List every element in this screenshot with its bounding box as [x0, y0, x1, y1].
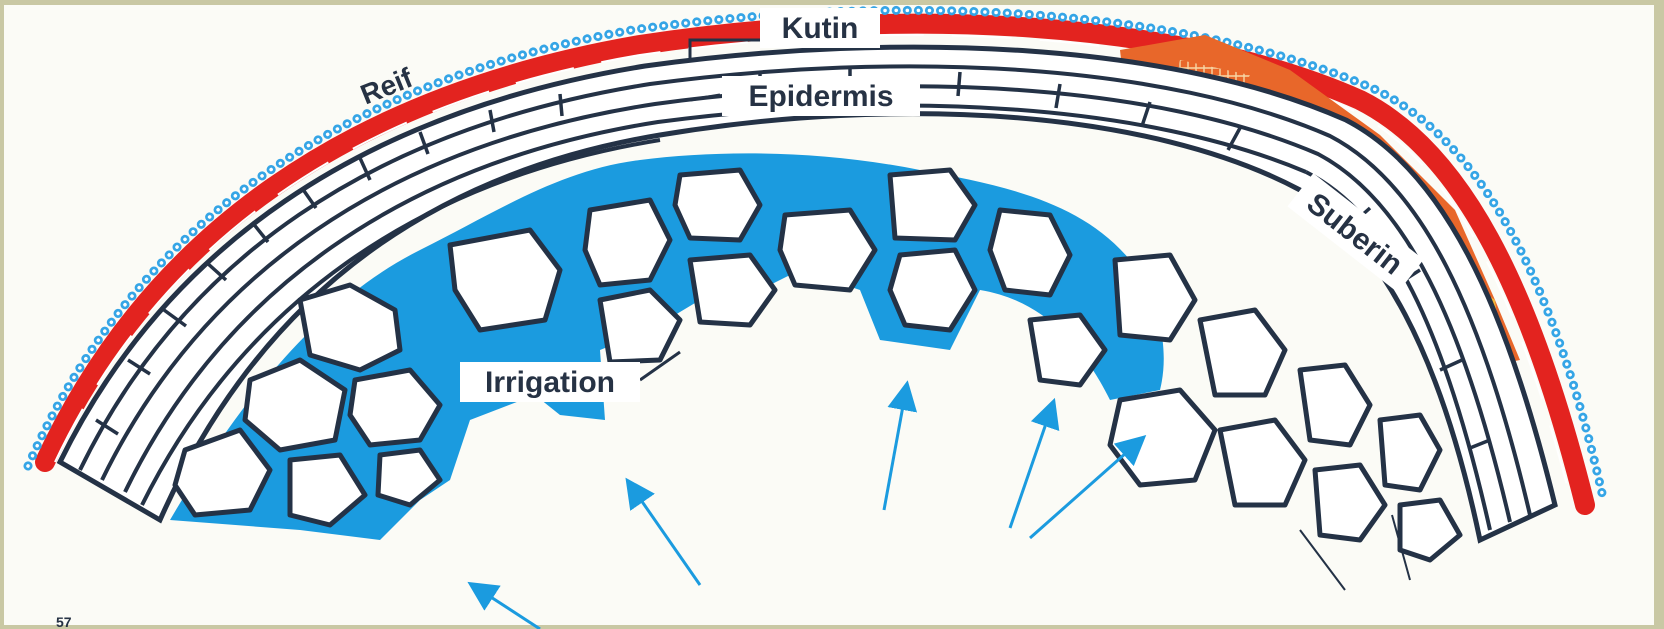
- arrow-up-icon: [884, 395, 905, 510]
- label-irrigation: Irrigation: [460, 362, 640, 402]
- arrow-up-icon: [1030, 445, 1135, 538]
- label-kutin: Kutin: [760, 8, 880, 48]
- water-inflow-arrows: [480, 395, 1135, 629]
- svg-text:Irrigation: Irrigation: [485, 366, 615, 399]
- arrow-up-icon: [480, 590, 540, 629]
- figure-number: 57: [56, 614, 72, 629]
- arrow-up-icon: [634, 490, 700, 585]
- svg-text:Epidermis: Epidermis: [748, 80, 893, 113]
- svg-text:Kutin: Kutin: [782, 12, 859, 45]
- arrow-up-icon: [1010, 412, 1050, 528]
- label-epidermis: Epidermis: [722, 76, 920, 116]
